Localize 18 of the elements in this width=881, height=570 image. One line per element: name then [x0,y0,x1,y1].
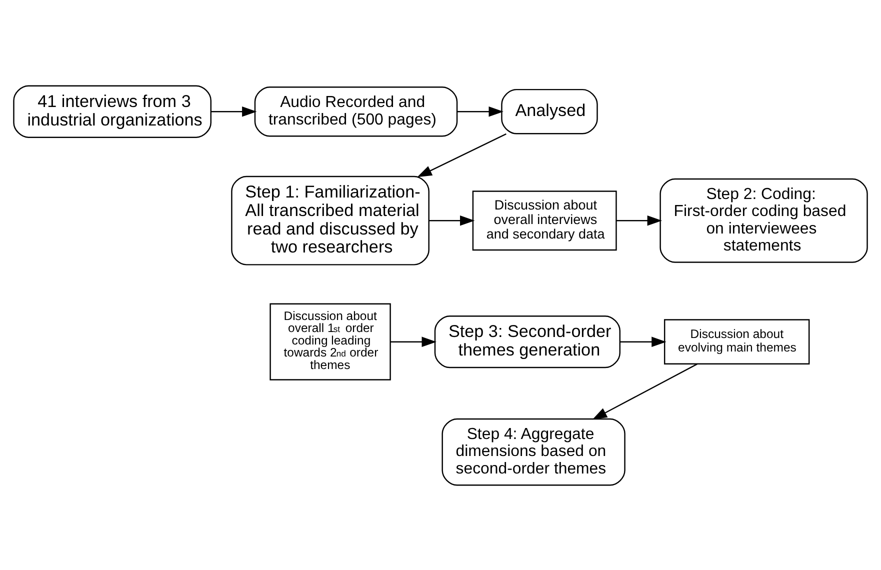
node-box: 41 interviews from 3 industrial organizations [13,84,212,138]
node-box: Step 2: Coding: First-order coding based on interviewees statements [660,178,868,262]
node-box: Discussion about overall 1st order coding leading towards 2nd order themes [270,302,391,380]
node-box: Analysed [501,88,598,134]
arrow [592,363,698,420]
arrow [429,214,475,226]
arrow [620,336,666,346]
arrow [211,106,257,116]
node-box: Audio Recorded and transcribed (500 pages) [254,86,458,136]
arrow [390,336,436,346]
arrow [616,214,662,226]
arrow [417,132,506,177]
node-box: Discussion about evolving main themes [664,318,810,364]
node-box: Step 4: Aggregate dimensions based on second-order themes [442,418,626,486]
arrow [457,106,504,116]
node-box: Step 3: Second-order themes generation [434,315,620,368]
node-box: Discussion about overall interviews and secondary data [472,190,617,250]
node-box: Step 1: Familiarization- All transcribed material read and discussed by two researchers [231,175,430,265]
